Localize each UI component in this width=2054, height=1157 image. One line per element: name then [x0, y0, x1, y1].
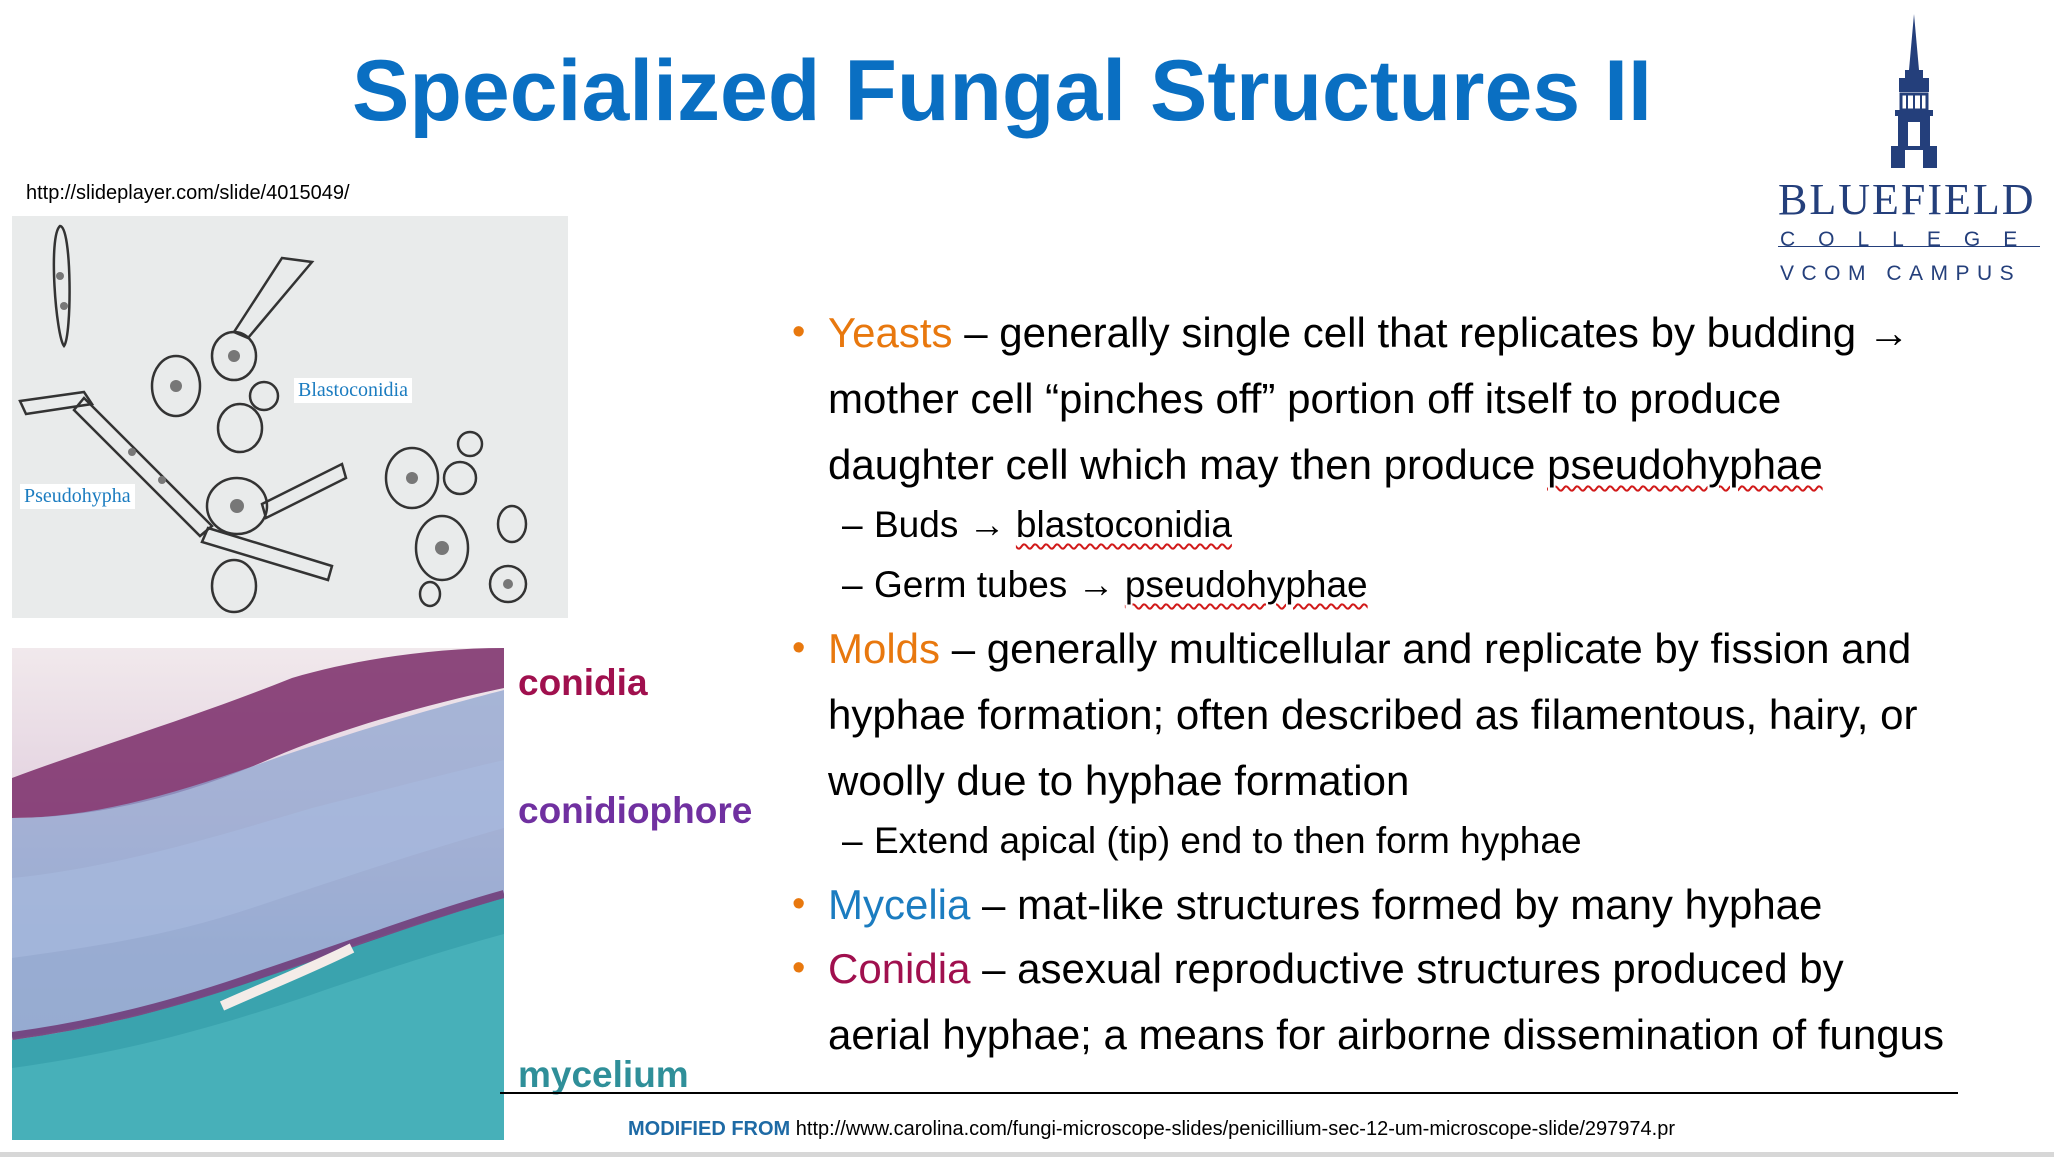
conidia-line-1: – asexual reproductive structures produc… [970, 945, 1844, 992]
mycelia-line-1: – mat-like structures formed by many hyp… [970, 881, 1823, 928]
penicillium-section-image [12, 648, 504, 1140]
college-logo-spire [1891, 14, 1937, 168]
source-citation-top: http://slideplayer.com/slide/4015049/ [26, 182, 350, 204]
blastoconidia-label: Blastoconidia [294, 378, 412, 403]
sub-bullet-dash: – [842, 564, 863, 605]
sub-bullet-dash: – [842, 504, 863, 545]
yeasts-line-3: daughter cell which may then produce [828, 441, 1548, 488]
term-mycelia: Mycelia [828, 881, 971, 928]
bullet-dot: • [792, 947, 806, 989]
mycelium-label: mycelium [518, 1054, 689, 1095]
source-lead: MODIFIED FROM [628, 1118, 791, 1140]
term-conidia: Conidia [828, 945, 971, 992]
yeast-diagram-image: Blastoconidia Pseudohypha [12, 216, 568, 618]
logo-campus: VCOM CAMPUS [1780, 262, 2022, 285]
molds-line-3: woolly due to hyphae formation [828, 757, 1410, 804]
conidia-label: conidia [518, 662, 648, 703]
bullet-dot: • [792, 311, 806, 353]
logo-college: COLLEGE [1780, 228, 2041, 251]
logo-name: BLUEFIELD [1778, 175, 2036, 224]
term-yeasts: Yeasts [828, 309, 953, 356]
yeasts-line-3-word: pseudohyphae [1547, 441, 1823, 488]
conidia-line-2: aerial hyphae; a means for airborne diss… [828, 1011, 1944, 1058]
slide-footer-edge [0, 1152, 2054, 1157]
source-citation-bottom: MODIFIED FROM http://www.carolina.com/fu… [628, 1118, 1675, 1141]
bullet-dot: • [792, 883, 806, 925]
bullet-dot: • [792, 627, 806, 669]
term-molds: Molds [828, 625, 941, 672]
germ-tubes-text: Germ tubes → [874, 564, 1125, 605]
source-url: http://www.carolina.com/fungi-microscope… [790, 1118, 1676, 1140]
yeasts-line-2: mother cell “pinches off” portion off it… [828, 375, 1782, 422]
buds-text: Buds → [874, 504, 1016, 545]
buds-word: blastoconidia [1015, 504, 1232, 545]
slide-title: Specialized Fungal Structures II [352, 43, 1652, 139]
yeasts-line-1: – generally single cell that replicates … [952, 309, 1910, 356]
conidiophore-label: conidiophore [518, 790, 753, 831]
divider-line [500, 1092, 1958, 1094]
molds-line-2: hyphae formation; often described as fil… [828, 691, 1918, 738]
logo-divider [1778, 246, 2040, 247]
molds-line-1: – generally multicellular and replicate … [940, 625, 1912, 672]
pseudohypha-label: Pseudohypha [20, 484, 135, 509]
extend-text: Extend apical (tip) end to then form hyp… [874, 820, 1582, 861]
germ-tubes-word: pseudohyphae [1124, 564, 1368, 605]
sub-bullet-dash: – [842, 820, 863, 861]
